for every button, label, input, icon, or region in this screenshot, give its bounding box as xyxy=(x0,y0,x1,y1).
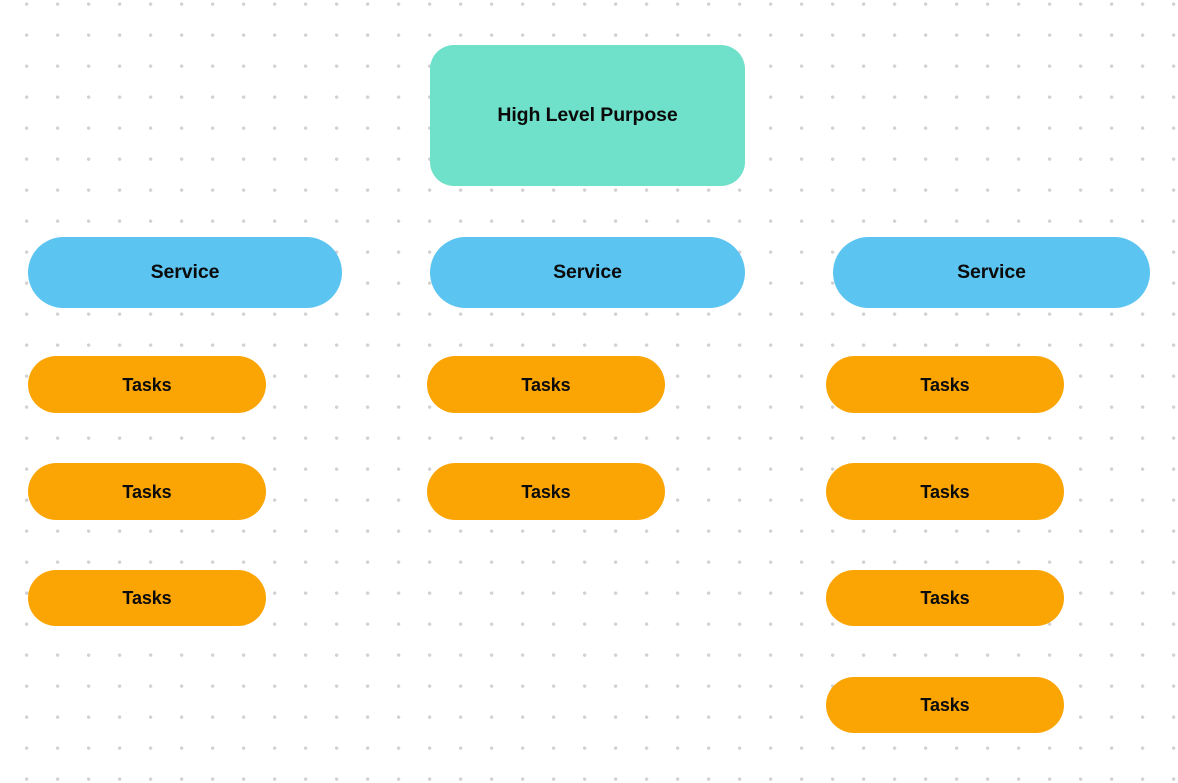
node-task-right-2[interactable]: Tasks xyxy=(826,463,1064,520)
node-label-task-left-2: Tasks xyxy=(122,481,172,502)
node-label-task-right-4: Tasks xyxy=(920,695,970,715)
node-label-service-right: Service xyxy=(957,260,1026,283)
node-label-task-left-3: Tasks xyxy=(122,588,172,608)
node-label-task-center-1: Tasks xyxy=(521,374,571,395)
node-label-task-left-1: Tasks xyxy=(122,374,172,395)
node-service-left[interactable]: Service xyxy=(28,237,342,308)
node-task-right-1[interactable]: Tasks xyxy=(826,356,1064,413)
node-label-task-right-2: Tasks xyxy=(920,481,970,502)
node-task-left-3[interactable]: Tasks xyxy=(28,570,266,626)
node-label-task-right-3: Tasks xyxy=(920,588,970,608)
node-label-task-right-1: Tasks xyxy=(920,374,970,395)
node-task-right-4[interactable]: Tasks xyxy=(826,677,1064,733)
node-label-service-left: Service xyxy=(150,260,220,283)
node-service-right[interactable]: Service xyxy=(833,237,1150,308)
node-task-left-2[interactable]: Tasks xyxy=(28,463,266,520)
node-label-task-center-2: Tasks xyxy=(521,481,571,502)
node-purpose[interactable]: High Level Purpose xyxy=(430,45,745,186)
node-label-service-center: Service xyxy=(553,260,622,283)
node-task-right-3[interactable]: Tasks xyxy=(826,570,1064,626)
node-label-purpose: High Level Purpose xyxy=(497,103,678,126)
node-task-center-1[interactable]: Tasks xyxy=(427,356,665,413)
node-task-center-2[interactable]: Tasks xyxy=(427,463,665,520)
node-task-left-1[interactable]: Tasks xyxy=(28,356,266,413)
node-service-center[interactable]: Service xyxy=(430,237,745,308)
